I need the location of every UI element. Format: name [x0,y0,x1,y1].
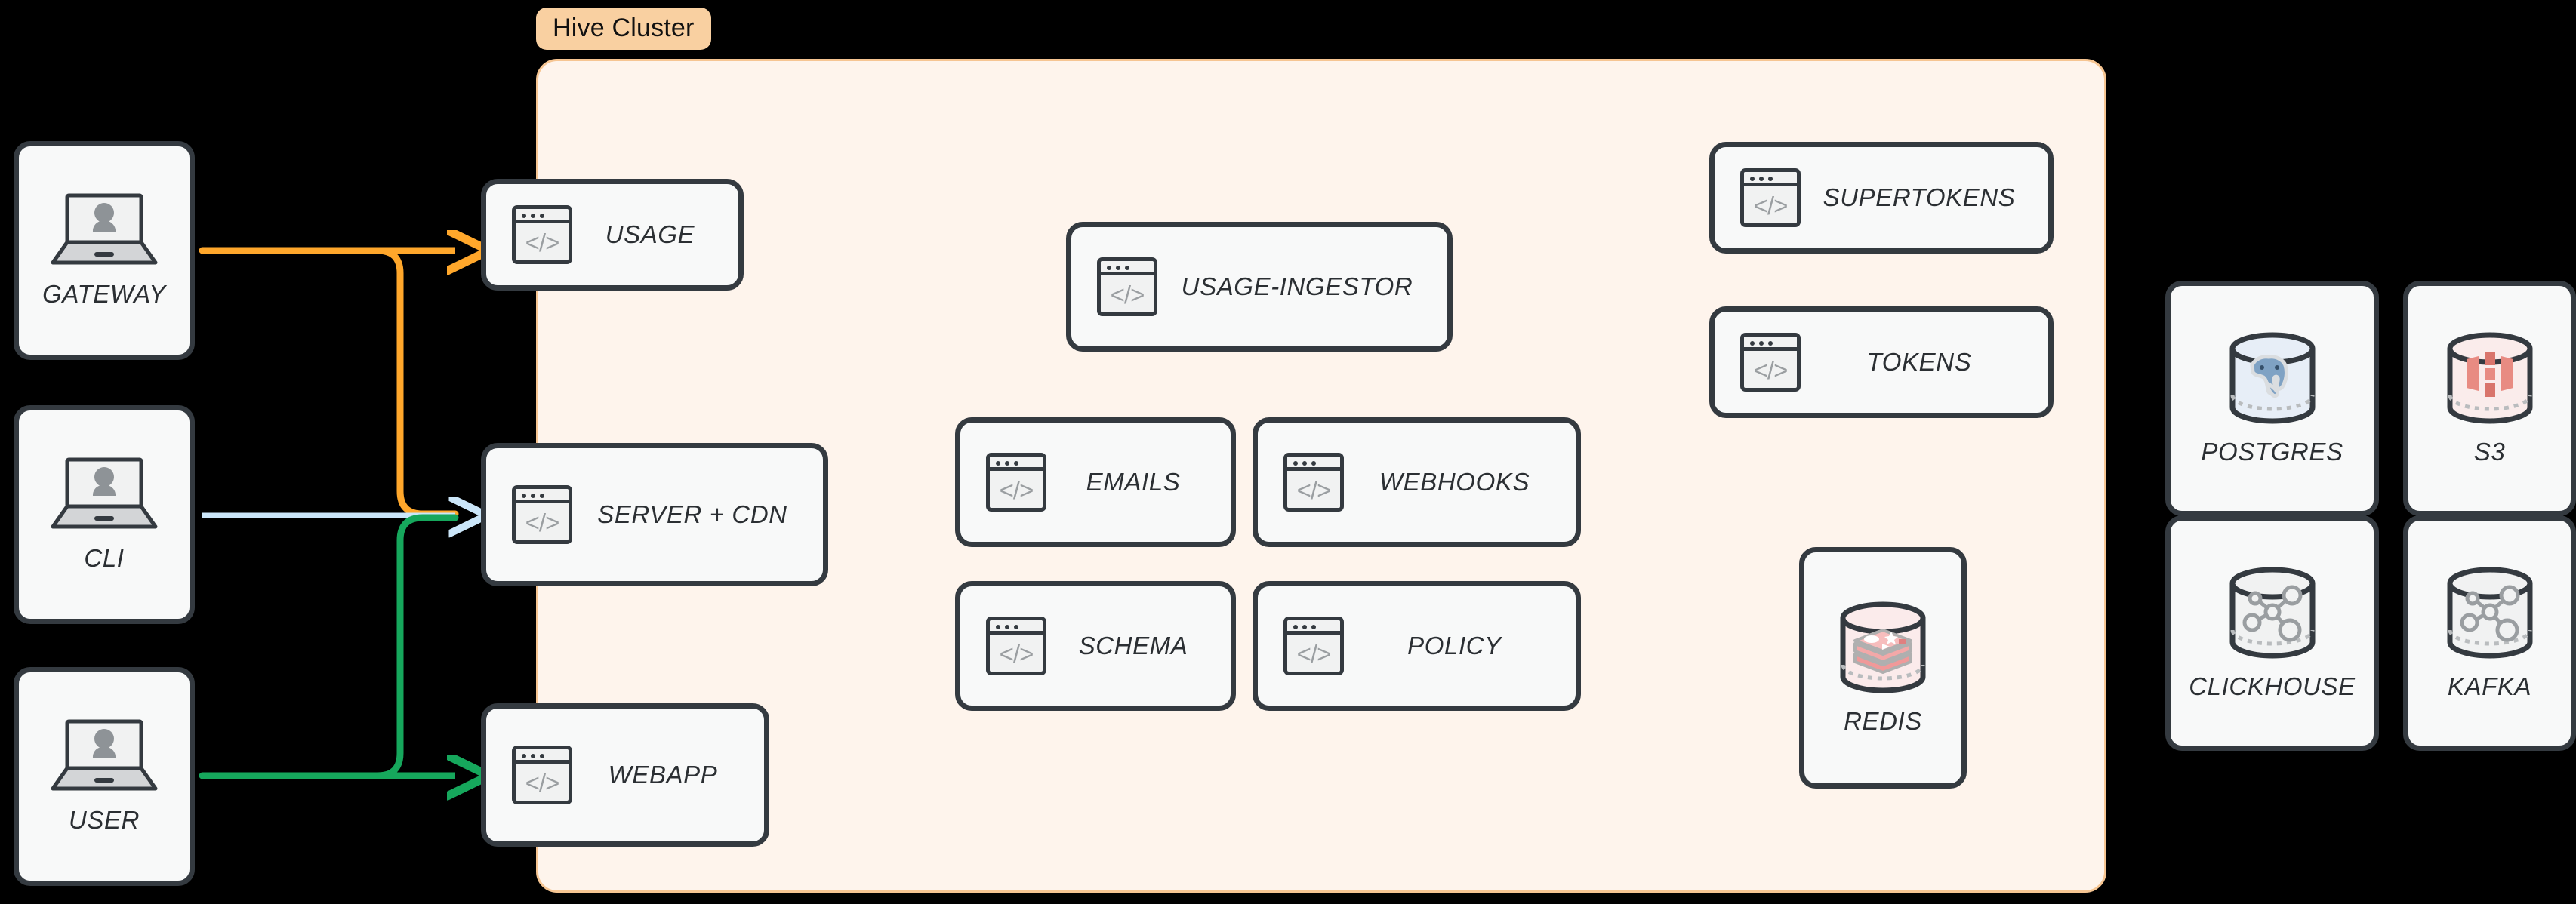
laptop-user-icon [47,718,162,794]
datastore-label: S3 [2473,438,2506,466]
client-label: USER [68,806,140,834]
service-label: TOKENS [1866,348,1972,376]
code-window-icon: </> [512,485,572,544]
datastore-node-s3[interactable]: S3 [2403,281,2576,516]
code-glyph: </> [525,229,560,257]
s3-database-icon [2439,331,2541,426]
service-label: SUPERTOKENS [1823,183,2016,211]
service-label: EMAILS [1086,468,1181,496]
code-glyph: </> [1110,281,1145,309]
redis-database-icon [1832,600,1934,695]
service-label: WEBHOOKS [1379,468,1530,496]
datastore-node-redis[interactable]: REDIS [1799,547,1967,789]
code-window-icon: </> [1740,168,1801,227]
code-glyph: </> [1753,192,1789,220]
service-label: SCHEMA [1078,632,1188,660]
service-label: WEBAPP [608,761,718,789]
code-window-icon: </> [986,617,1046,675]
client-label: CLI [84,544,125,572]
code-window-icon: </> [986,453,1046,512]
laptop-user-icon [47,192,162,268]
code-window-icon: </> [1097,257,1157,316]
datastore-label: CLICKHOUSE [2189,672,2356,700]
code-glyph: </> [525,769,560,797]
datastore-label: KAFKA [2447,672,2532,700]
hive-cluster-badge: Hive Cluster [536,8,711,50]
generic-database-icon [2439,565,2541,660]
code-window-icon: </> [512,205,572,264]
code-glyph: </> [1296,640,1332,668]
client-label: GATEWAY [42,280,166,308]
service-node-policy[interactable]: </> POLICY [1253,581,1581,711]
service-label: POLICY [1407,632,1502,660]
edge-user-to-server-cdn [199,514,459,779]
service-label: SERVER + CDN [597,500,787,528]
code-glyph: </> [525,509,560,537]
service-label: USAGE [605,220,695,248]
code-window-icon: </> [1283,617,1344,675]
laptop-user-icon [47,457,162,532]
client-node-gateway[interactable]: GATEWAY [14,141,195,360]
edge-gateway-to-server-cdn [199,247,459,518]
service-node-tokens[interactable]: </> TOKENS [1709,306,2054,418]
service-node-webapp[interactable]: </> WEBAPP [481,703,769,847]
code-glyph: </> [1296,476,1332,504]
service-node-webhooks[interactable]: </> WEBHOOKS [1253,417,1581,547]
code-glyph: </> [1753,356,1789,384]
postgres-database-icon [2222,331,2323,426]
code-glyph: </> [999,640,1034,668]
datastore-label: REDIS [1844,707,1922,735]
datastore-label: POSTGRES [2201,438,2343,466]
datastore-node-kafka[interactable]: KAFKA [2403,515,2576,751]
client-node-user[interactable]: USER [14,667,195,886]
service-node-supertokens[interactable]: </> SUPERTOKENS [1709,142,2054,254]
generic-database-icon [2222,565,2323,660]
service-node-emails[interactable]: </> EMAILS [955,417,1236,547]
service-node-usage[interactable]: </> USAGE [481,179,744,291]
datastore-node-postgres[interactable]: POSTGRES [2165,281,2379,516]
datastore-node-clickhouse[interactable]: CLICKHOUSE [2165,515,2379,751]
service-label: USAGE-INGESTOR [1181,272,1413,300]
code-window-icon: </> [1283,453,1344,512]
code-glyph: </> [999,476,1034,504]
service-node-schema[interactable]: </> SCHEMA [955,581,1236,711]
code-window-icon: </> [512,746,572,804]
client-node-cli[interactable]: CLI [14,405,195,624]
code-window-icon: </> [1740,333,1801,392]
service-node-server-cdn[interactable]: </> SERVER + CDN [481,443,828,586]
service-node-usage-ingestor[interactable]: </> USAGE-INGESTOR [1066,222,1453,352]
